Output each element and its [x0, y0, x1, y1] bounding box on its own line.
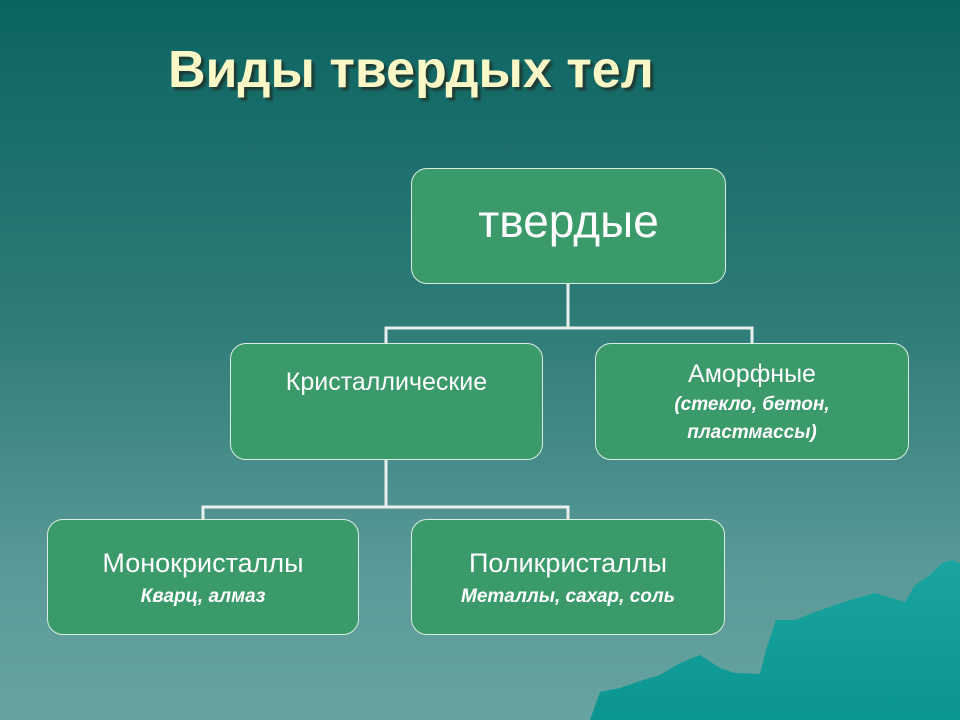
node-examples: пластмассы)	[687, 422, 817, 443]
node-label: Монокристаллы	[102, 548, 304, 578]
mountain-silhouette	[590, 560, 960, 720]
node-examples: Металлы, сахар, соль	[461, 586, 675, 607]
node-polycrystals: Поликристаллы Металлы, сахар, соль	[411, 519, 725, 635]
connector-level1	[384, 326, 754, 343]
node-examples: Кварц, алмаз	[140, 586, 266, 607]
node-label: Кристаллические	[285, 368, 488, 396]
node-label: твердые	[478, 195, 659, 247]
node-label: Поликристаллы	[468, 548, 668, 578]
node-monocrystals: Монокристаллы Кварц, алмаз	[47, 519, 359, 635]
node-crystalline: Кристаллические	[230, 343, 543, 460]
node-solids: твердые	[411, 168, 726, 284]
connectors	[201, 284, 754, 519]
node-examples: (стекло, бетон,	[674, 394, 830, 415]
node-amorphous: Аморфные (стекло, бетон, пластмассы)	[595, 343, 909, 460]
node-label: Аморфные	[688, 360, 816, 388]
slide-title: Виды твердых тел	[168, 41, 654, 99]
connector-level2	[201, 505, 570, 519]
